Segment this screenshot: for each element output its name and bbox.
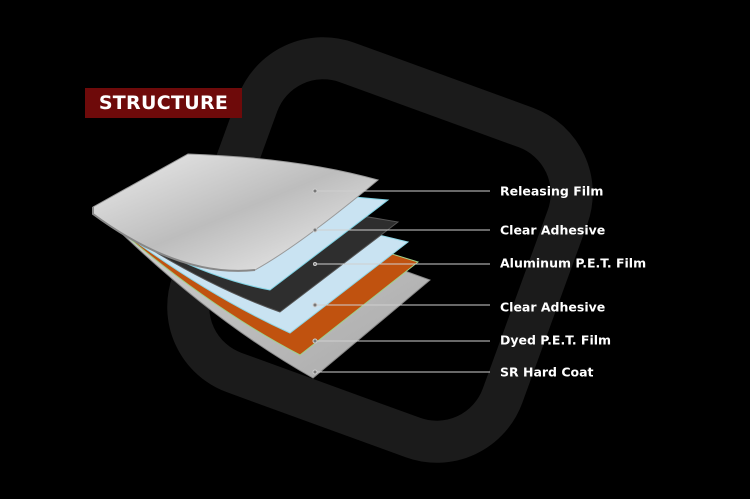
label-releasing-film: Releasing Film — [500, 183, 604, 199]
leader-lines — [312, 188, 490, 375]
label-aluminum-pet-film: Aluminum P.E.T. Film — [500, 255, 647, 271]
label-dyed-pet-film: Dyed P.E.T. Film — [500, 332, 612, 348]
label-clear-adhesive-1: Clear Adhesive — [500, 222, 606, 238]
label-clear-adhesive-2: Clear Adhesive — [500, 299, 606, 315]
label-sr-hard-coat: SR Hard Coat — [500, 364, 594, 380]
structure-title: STRUCTURE — [85, 88, 242, 118]
